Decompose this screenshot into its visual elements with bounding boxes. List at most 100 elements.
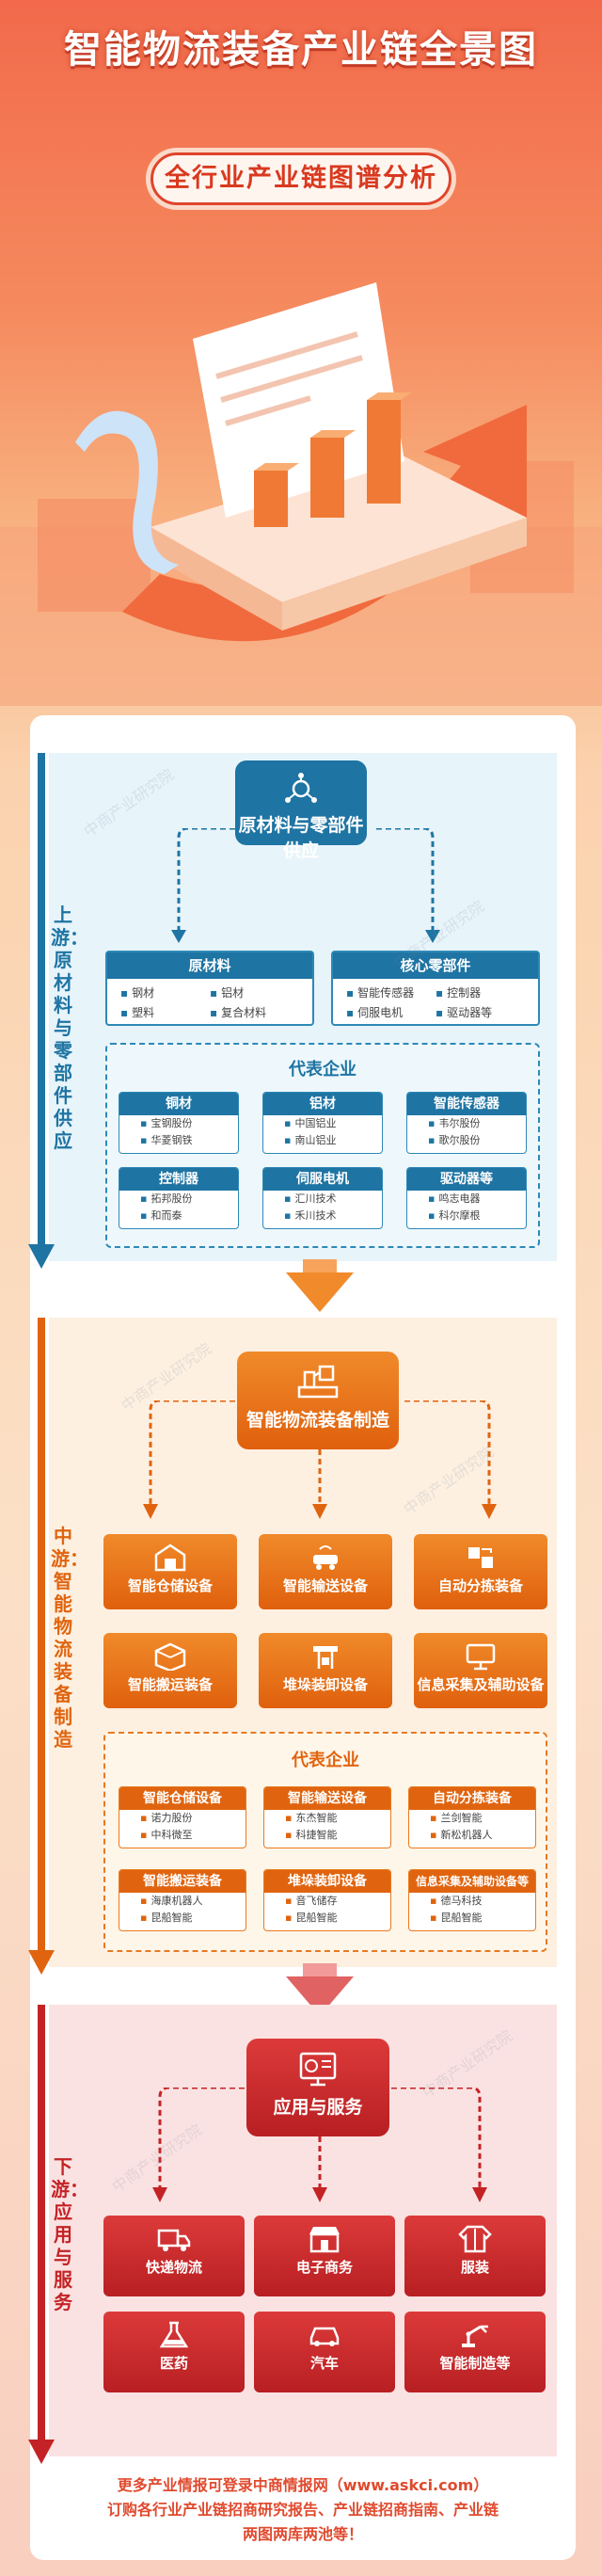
network-icon [285,773,317,803]
downstream-head-label: 应用与服务 [273,2097,363,2118]
company-card-head: 信息采集及辅助设备等 [409,1870,535,1893]
tile-label: 自动分拣装备 [437,1577,523,1594]
subtitle-badge: 全行业产业链图谱分析 [150,152,452,205]
upstream-rep-title: 代表企业 [289,1060,356,1080]
company-card: 自动分拣装备 兰剑智能 新松机器人 [408,1786,536,1848]
company-card: 控制器 拓邦股份 和而泰 [119,1167,239,1229]
tile-stacking: 堆垛装卸设备 [259,1633,392,1708]
midstream-head-label: 智能物流装备制造 [246,1410,389,1431]
company-card-head: 智能输送设备 [264,1787,390,1810]
downstream-side-label: 下游：应用与服务 [51,2155,88,2313]
company-name: 诺力股份 [119,1810,246,1827]
midstream-connector [143,1400,497,1519]
company-card-head: 自动分拣装备 [409,1787,535,1810]
tile-label: 智能仓储设备 [127,1577,213,1594]
tile-smart-handling: 智能搬运装备 [103,1633,237,1708]
company-name: 歌尔股份 [407,1132,526,1149]
company-card-head: 驱动器等 [407,1168,526,1191]
company-card: 铜材 宝钢股份 华菱钢铁 [119,1092,239,1154]
car-icon [309,2327,340,2346]
downstream-connector [152,2088,487,2202]
company-card-head: 智能搬运装备 [119,1870,246,1893]
company-name: 昆船智能 [409,1910,535,1927]
tile-label: 医药 [159,2355,188,2372]
tile-auto-sorting: 自动分拣装备 [414,1534,547,1609]
company-card-head: 堆垛装卸设备 [264,1870,390,1893]
company-name: 东杰智能 [264,1810,390,1827]
company-name: 新松机器人 [409,1827,535,1844]
tile-express-logistics: 快递物流 [103,2216,245,2296]
category-item: 驱动器等 [436,1004,525,1020]
category-item: 复合材料 [210,1004,299,1020]
footer-line: 订购各行业产业链招商研究报告、产业链招商指南、产业链 [106,2501,499,2519]
footer-note: 更多产业情报可登录中商情报网（www.askci.com） 订购各行业产业链招商… [49,2473,557,2547]
tile-label: 电子商务 [295,2259,353,2276]
upstream-head-box: 原材料与零部件供应 [235,760,367,861]
downstream-head-box: 应用与服务 [246,2039,389,2136]
tile-label: 智能输送设备 [282,1577,368,1594]
company-name: 海康机器人 [119,1893,246,1910]
tile-label: 堆垛装卸设备 [282,1676,368,1693]
footer-line[interactable]: 更多产业情报可登录中商情报网（www.askci.com） [117,2476,489,2494]
company-card: 铝材 中国铝业 南山铝业 [262,1092,383,1154]
tile-smart-warehouse: 智能仓储设备 [103,1534,237,1609]
category-core-parts: 核心零部件 智能传感器 控制器 伺服电机 驱动器等 [331,951,540,1026]
dashboard-icon [299,2052,337,2087]
flask-icon [159,2321,189,2348]
storefront-icon [309,2227,340,2253]
company-card: 信息采集及辅助设备等 德马科技 昆船智能 [408,1869,536,1931]
hero-illustration [0,282,602,706]
company-name: 科尔摩根 [407,1208,526,1224]
company-card-head: 铜材 [119,1093,238,1115]
category-head: 原材料 [107,952,312,979]
midstream-side-label: 中游：智能物流装备制造 [51,1525,88,1751]
page-title: 智能物流装备产业链全景图 [64,28,538,72]
sorting-boxes-icon [468,1547,493,1568]
company-name: 科捷智能 [264,1827,390,1844]
company-name: 南山铝业 [263,1132,382,1149]
company-name: 拓邦股份 [119,1191,238,1208]
tile-automobile: 汽车 [254,2312,395,2392]
tile-ecommerce: 电子商务 [254,2216,395,2296]
downstream-arrow-icon [28,2440,55,2464]
upstream-head-label: 原材料与零部件供应 [238,815,364,861]
company-name: 昆船智能 [264,1910,390,1927]
company-card-head: 伺服电机 [263,1168,382,1191]
category-item: 塑料 [120,1004,210,1020]
company-name: 华菱钢铁 [119,1132,238,1149]
midstream-arrow-icon [28,1950,55,1975]
upstream-side-line [38,753,45,1252]
company-name: 和而泰 [119,1208,238,1224]
tile-info-collection: 信息采集及辅助设备 [414,1633,547,1708]
category-item: 控制器 [436,984,525,1000]
monitor-icon [466,1643,496,1671]
midstream-side-line [38,1318,45,1958]
midstream-rep-title: 代表企业 [292,1751,359,1770]
company-name: 鸣志电器 [407,1191,526,1208]
company-card: 智能搬运装备 海康机器人 昆船智能 [119,1869,246,1931]
category-item: 铝材 [210,984,299,1000]
upstream-connector [171,828,440,943]
category-raw-materials: 原材料 钢材 铝材 塑料 复合材料 [105,951,314,1026]
tile-label: 信息采集及辅助设备 [417,1676,545,1693]
factory-machine-icon [297,1365,339,1399]
tile-label: 服装 [460,2259,489,2276]
upstream-arrow-icon [28,1244,55,1269]
flow-arrow-icon [286,1259,354,1312]
midstream-head-box: 智能物流装备制造 [237,1352,399,1449]
warehouse-icon [154,1544,186,1572]
company-name: 音飞储存 [264,1893,390,1910]
company-card: 智能仓储设备 诺力股份 中科微至 [119,1786,246,1848]
company-name: 昆船智能 [119,1910,246,1927]
company-name: 中国铝业 [263,1115,382,1132]
jacket-icon [458,2225,492,2253]
tile-label: 智能制造等 [439,2355,511,2372]
tile-smart-manufacturing: 智能制造等 [404,2312,546,2392]
company-name: 禾川技术 [263,1208,382,1224]
flow-arrow-icon [286,1963,354,2016]
company-name: 汇川技术 [263,1191,382,1208]
tile-label: 智能搬运装备 [127,1676,213,1693]
company-card-head: 智能仓储设备 [119,1787,246,1810]
robot-arm-icon [462,2325,488,2347]
package-box-icon [154,1642,186,1671]
